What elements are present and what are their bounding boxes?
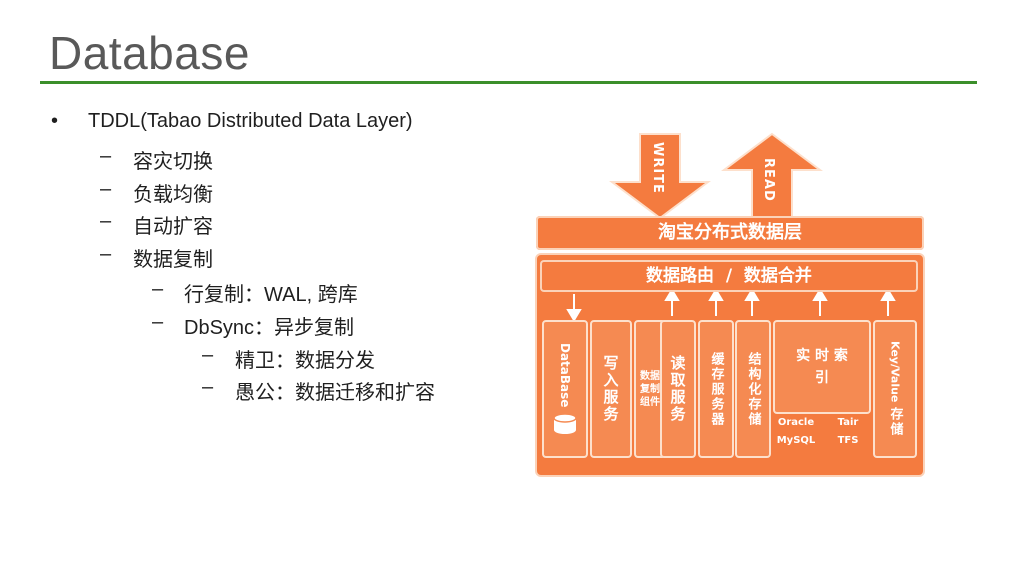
tfs-label: TFS bbox=[837, 435, 859, 446]
kv-storage-suffix: 存储 bbox=[887, 406, 903, 437]
mysql-label: MySQL bbox=[776, 435, 816, 446]
bullet-item: 数据复制 bbox=[133, 249, 213, 271]
bullet-item: 精卫：数据分发 bbox=[235, 350, 375, 372]
realtime-index-label: 实 时 索 引 bbox=[796, 348, 848, 386]
arrow-up-icon bbox=[744, 288, 760, 301]
cache-service-box: 缓存服务器 bbox=[698, 320, 734, 458]
bullet-marker: • bbox=[51, 110, 59, 132]
bullet-item: 容灾切换 bbox=[133, 151, 213, 173]
bullet-item: DbSync：异步复制 bbox=[184, 317, 355, 339]
bullet-marker: – bbox=[100, 178, 112, 200]
database-box: DataBase bbox=[542, 320, 588, 458]
bullet-item: 行复制：WAL, 跨库 bbox=[184, 284, 358, 306]
slide-title: Database bbox=[49, 27, 250, 79]
bullet-marker: – bbox=[152, 311, 164, 333]
database-label: DataBase bbox=[558, 342, 572, 408]
read-service-box: 读取服务 bbox=[660, 320, 696, 458]
bullet-marker: – bbox=[100, 210, 112, 232]
bullet-marker: – bbox=[100, 145, 112, 167]
title-divider bbox=[40, 81, 977, 84]
write-arrow-icon bbox=[609, 133, 711, 220]
bullet-item: 自动扩容 bbox=[133, 216, 213, 238]
realtime-index-box: 实 时 索 引 bbox=[773, 320, 871, 414]
bullet-marker: – bbox=[100, 243, 112, 265]
arrow-up-icon bbox=[708, 288, 724, 301]
sync-component-label: 数据复制组件 bbox=[640, 370, 660, 408]
kv-storage-title: Key/Value bbox=[888, 341, 902, 403]
bullet-marker: – bbox=[152, 278, 164, 300]
structured-storage-box: 结构化存储 bbox=[735, 320, 771, 458]
tddl-architecture-diagram: WRITE READ 淘宝分布式数据层 数据路由 / 数据合并 DataBase… bbox=[530, 130, 930, 480]
write-service-box: 写入服务 bbox=[590, 320, 632, 458]
tair-label: Tair bbox=[837, 417, 859, 428]
arrow-up-icon bbox=[880, 288, 896, 301]
distributed-data-layer: 淘宝分布式数据层 bbox=[536, 216, 924, 250]
oracle-label: Oracle bbox=[777, 417, 815, 428]
arrow-down-icon bbox=[566, 309, 582, 322]
kv-storage-box: Key/Value 存储 bbox=[873, 320, 917, 458]
read-label: READ bbox=[761, 158, 776, 202]
database-cylinder-icon bbox=[553, 413, 577, 435]
route-merge-band: 数据路由 / 数据合并 bbox=[540, 260, 918, 292]
bullet-item: TDDL(Tabao Distributed Data Layer) bbox=[88, 110, 413, 132]
arrow-up-icon bbox=[664, 288, 680, 301]
bullet-item: 愚公：数据迁移和扩容 bbox=[235, 382, 435, 404]
arrow-up-icon bbox=[812, 288, 828, 301]
bullet-marker: – bbox=[202, 344, 214, 366]
bullet-marker: – bbox=[202, 376, 214, 398]
write-label: WRITE bbox=[650, 142, 665, 194]
bullet-item: 负载均衡 bbox=[133, 184, 213, 206]
